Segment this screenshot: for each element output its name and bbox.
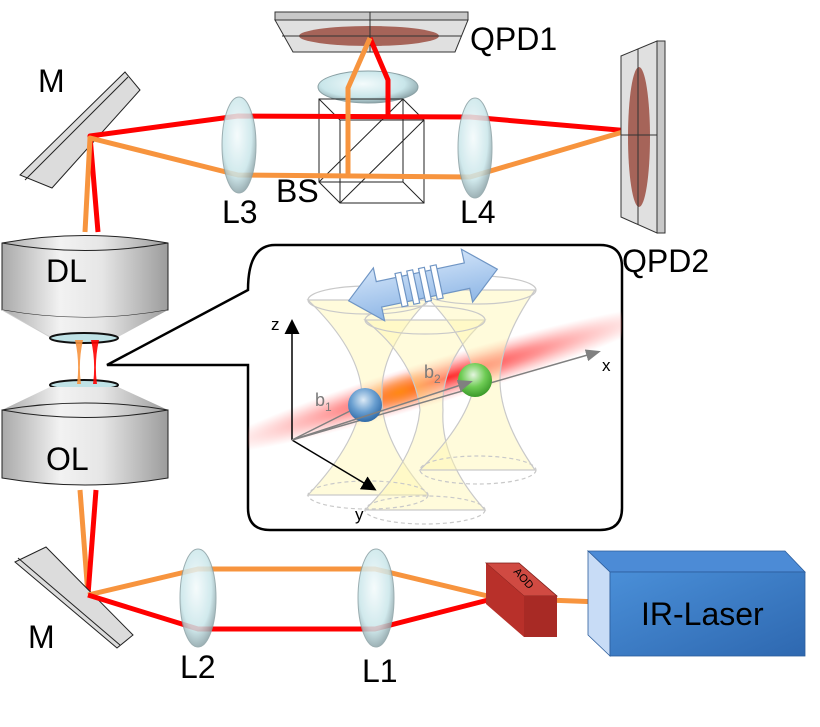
bead-b2 xyxy=(458,363,492,397)
z-axis-label: z xyxy=(271,315,280,334)
y-axis-arrow xyxy=(291,439,377,491)
ir-laser-box xyxy=(587,550,806,657)
mirror-bottom-label: M xyxy=(28,619,55,655)
lens-l4-label: L4 xyxy=(460,194,496,230)
lens-l2 xyxy=(179,548,217,648)
detection-lens-label: DL xyxy=(46,253,87,289)
lens-l1-label: L1 xyxy=(362,653,398,689)
qpd1-focusing-lens xyxy=(317,70,419,104)
bead-b2-label: b2 xyxy=(424,362,441,386)
objective-lens-label: OL xyxy=(46,441,89,477)
ir-laser-label: IR-Laser xyxy=(641,596,764,632)
lens-l3-label: L3 xyxy=(222,194,258,230)
x-axis-arrow xyxy=(291,349,601,441)
x-axis-label: x xyxy=(602,356,611,375)
detection-lens-dl xyxy=(1,235,169,344)
qpd2-label: QPD2 xyxy=(622,243,709,279)
beam-orange-lower-vertical xyxy=(77,489,91,596)
y-axis-label: y xyxy=(355,505,364,524)
b2-vector-arrow xyxy=(291,380,473,441)
mirror-top xyxy=(19,71,141,189)
beam-red-lower-vertical xyxy=(85,489,99,596)
qpd1-label: QPD1 xyxy=(470,21,557,57)
qpd2-detector xyxy=(620,40,666,234)
mirror-bottom xyxy=(14,546,134,649)
lens-l4 xyxy=(457,97,493,199)
lens-l2-label: L2 xyxy=(180,649,216,685)
beam-orange-focus xyxy=(75,340,83,384)
qpd1-detector xyxy=(274,11,469,53)
scan-double-arrow-icon xyxy=(347,248,499,322)
lens-l1 xyxy=(357,548,395,648)
objective-lens-ol xyxy=(1,379,169,486)
lens-l3 xyxy=(221,96,257,194)
bead-b1-label: b1 xyxy=(315,390,332,414)
beam-red-focus xyxy=(91,340,99,384)
aod-modulator: AOD xyxy=(484,562,559,637)
beam-red-lower xyxy=(87,592,497,632)
beam-splitter-label: BS xyxy=(276,173,319,209)
mirror-top-label: M xyxy=(38,63,65,99)
inset-trap-illustration xyxy=(248,248,622,525)
